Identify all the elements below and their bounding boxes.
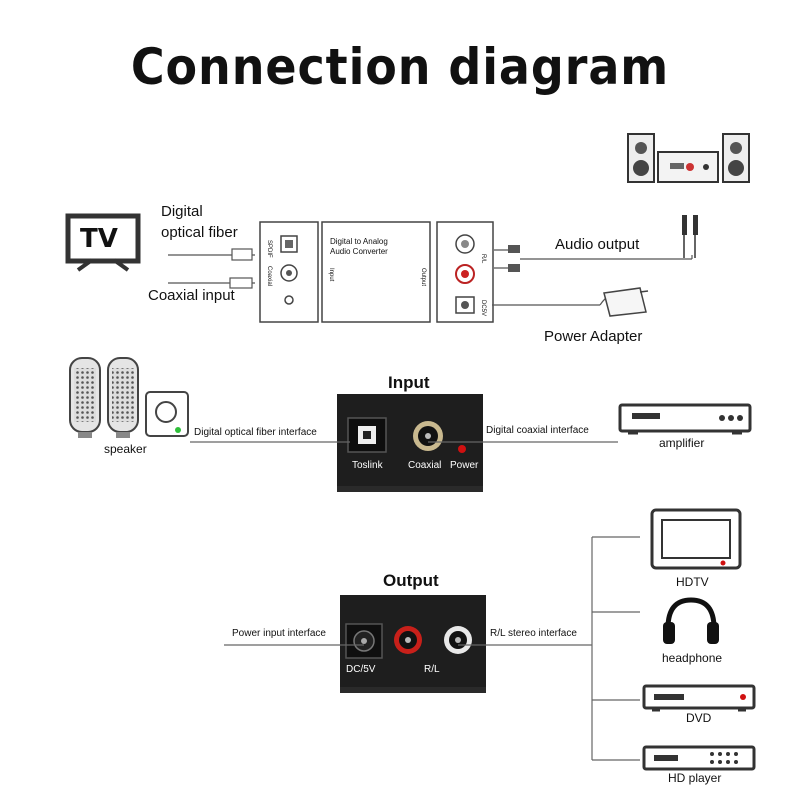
input-side-text: Input xyxy=(328,268,334,282)
coaxial-side-text: Coaxial xyxy=(266,266,272,287)
rca-plugs-icon xyxy=(682,215,698,258)
stereo-system-icon xyxy=(627,133,750,183)
headphone-icon xyxy=(663,597,719,644)
converter-text-2: Audio Converter xyxy=(330,247,388,256)
coaxial-port-label: Coaxial xyxy=(408,460,442,471)
power-port-label: Power xyxy=(450,460,479,471)
optical-interface-label: Digital optical fiber interface xyxy=(194,427,317,438)
power-adapter-label: Power Adapter xyxy=(544,328,643,345)
power-adapter-icon xyxy=(603,287,649,317)
coaxial-input-label: Coaxial input xyxy=(148,287,235,304)
speaker-label: speaker xyxy=(104,442,147,456)
output-side-text: Output xyxy=(420,268,426,287)
dc-side-text: DC5V xyxy=(480,300,486,317)
output-heading: Output xyxy=(383,571,439,590)
speaker-icon xyxy=(69,357,189,438)
converter-outline xyxy=(259,221,494,323)
audio-output-label: Audio output xyxy=(555,236,640,253)
hdtv-icon xyxy=(650,508,742,570)
digital-optical-label-1: Digital xyxy=(161,203,203,220)
hd-player-icon xyxy=(642,745,756,771)
headphone-label: headphone xyxy=(662,651,723,665)
dvd-icon xyxy=(642,684,756,712)
coaxial-interface-label: Digital coaxial interface xyxy=(486,425,589,436)
page-title: Connection diagram xyxy=(130,38,670,96)
input-heading: Input xyxy=(388,373,430,392)
toslink-label: Toslink xyxy=(352,460,383,471)
hdtv-label: HDTV xyxy=(676,575,709,589)
dvd-label: DVD xyxy=(686,711,712,725)
dc-port-label: DC/5V xyxy=(346,664,376,675)
rl-side-text: R/L xyxy=(480,254,486,264)
spdif-text: SPDIF xyxy=(266,240,272,258)
amplifier-icon xyxy=(618,403,752,435)
output-panel-device xyxy=(340,595,486,693)
digital-optical-label-2: optical fiber xyxy=(161,224,238,241)
rl-port-label: R/L xyxy=(424,664,440,675)
input-panel-device xyxy=(337,394,483,492)
tv-icon xyxy=(65,213,141,272)
amplifier-label: amplifier xyxy=(659,436,705,450)
tv-label: TV xyxy=(80,224,118,254)
converter-text-1: Digital to Analog xyxy=(330,237,388,246)
rl-interface-label: R/L stereo interface xyxy=(490,628,577,639)
power-interface-label: Power input interface xyxy=(232,628,326,639)
hd-player-label: HD player xyxy=(668,771,722,785)
